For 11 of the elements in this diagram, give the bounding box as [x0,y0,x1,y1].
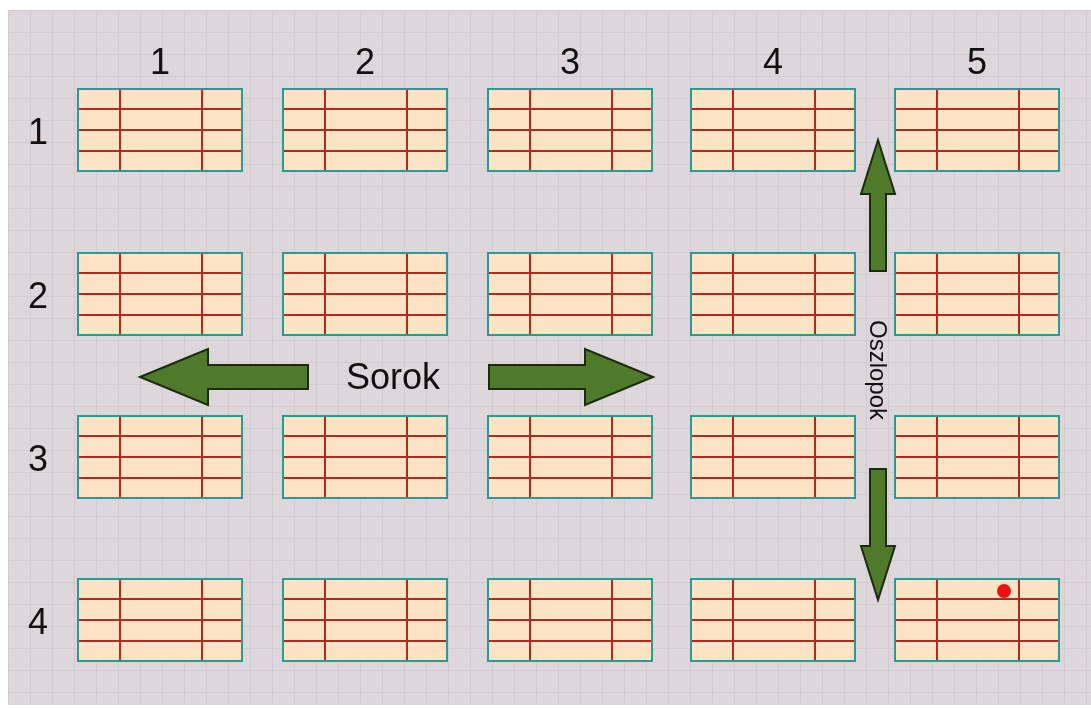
column-number: 5 [967,44,988,80]
column-number: 2 [355,44,376,80]
row-number: 4 [28,604,49,640]
axis-label: Sorok [346,359,441,395]
column-number: 4 [763,44,784,80]
row-number: 2 [28,278,49,314]
column-number: 1 [150,44,171,80]
axis-label: Oszlopok [866,320,890,421]
row-number: 1 [28,114,49,150]
row-number: 3 [28,441,49,477]
column-number: 3 [560,44,581,80]
